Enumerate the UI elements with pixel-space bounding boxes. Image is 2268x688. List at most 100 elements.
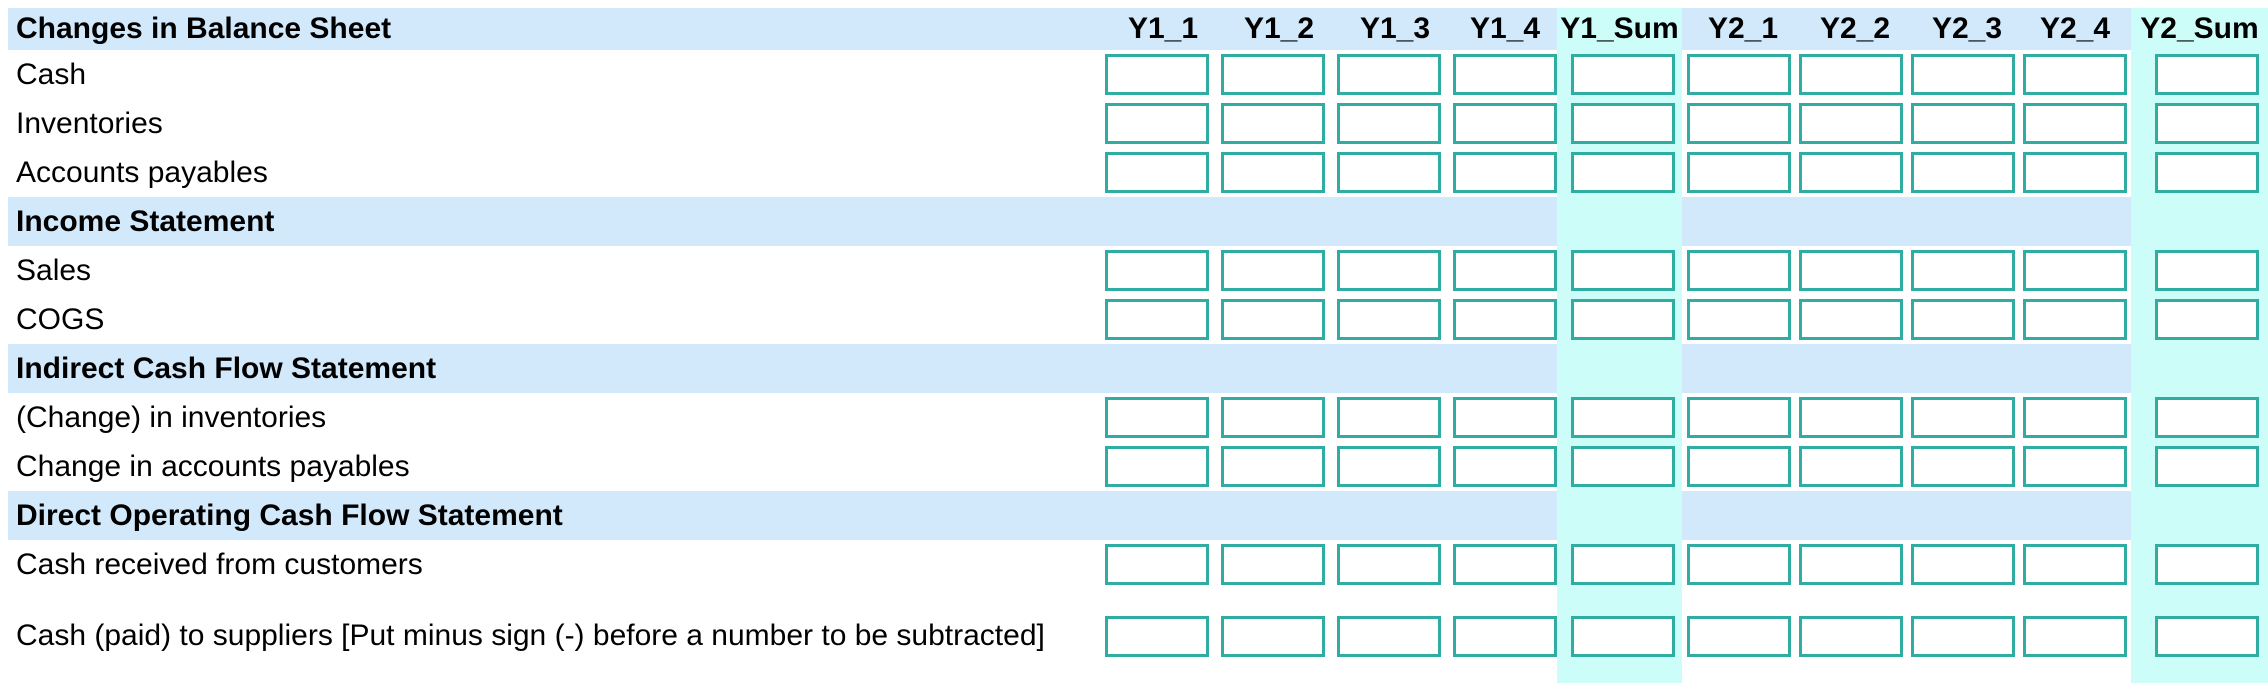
input-inventories-y1-2[interactable] <box>1221 103 1325 144</box>
input-sales-y1-sum[interactable] <box>1571 250 1675 291</box>
input-cash-received-from-customers-y2-1[interactable] <box>1687 544 1791 585</box>
input-accounts-payables-y2-2[interactable] <box>1799 152 1903 193</box>
input-inventories-y2-1[interactable] <box>1687 103 1791 144</box>
input-inventories-y1-1[interactable] <box>1105 103 1209 144</box>
input-change-in-inventories-y1-4[interactable] <box>1453 397 1557 438</box>
input-cash-y2-4[interactable] <box>2023 54 2127 95</box>
input-accounts-payables-y1-4[interactable] <box>1453 152 1557 193</box>
input-change-in-accounts-payables-y1-1[interactable] <box>1105 446 1209 487</box>
input-accounts-payables-y2-4[interactable] <box>2023 152 2127 193</box>
input-accounts-payables-y1-sum[interactable] <box>1571 152 1675 193</box>
input-sales-y2-3[interactable] <box>1911 250 2015 291</box>
input-cash-y1-sum[interactable] <box>1571 54 1675 95</box>
input-cash-received-from-customers-y1-2[interactable] <box>1221 544 1325 585</box>
input-cogs-y1-1[interactable] <box>1105 299 1209 340</box>
input-cash-y1-4[interactable] <box>1453 54 1557 95</box>
input-sales-y2-2[interactable] <box>1799 250 1903 291</box>
input-change-in-inventories-y1-2[interactable] <box>1221 397 1325 438</box>
input-change-in-inventories-y2-4[interactable] <box>2023 397 2127 438</box>
input-accounts-payables-y2-3[interactable] <box>1911 152 2015 193</box>
input-cogs-y1-4[interactable] <box>1453 299 1557 340</box>
row-seg-right <box>1682 197 2131 246</box>
input-inventories-y2-4[interactable] <box>2023 103 2127 144</box>
cell-inventories-y1-sum-band <box>1557 99 1682 148</box>
input-inventories-y1-3[interactable] <box>1337 103 1441 144</box>
input-sales-y2-1[interactable] <box>1687 250 1791 291</box>
input-change-in-inventories-y1-sum[interactable] <box>1571 397 1675 438</box>
input-cash-received-from-customers-y1-1[interactable] <box>1105 544 1209 585</box>
input-sales-y1-4[interactable] <box>1453 250 1557 291</box>
input-cash-y2-sum[interactable] <box>2155 54 2259 95</box>
input-sales-y1-2[interactable] <box>1221 250 1325 291</box>
input-inventories-y1-sum[interactable] <box>1571 103 1675 144</box>
cell-cash-paid-to-suppliers-put-minus-sign-before-a-number-to-be-subtracted-y2-sum-band <box>2131 589 2268 683</box>
table-title: Changes in Balance Sheet <box>16 12 392 46</box>
input-sales-y2-sum[interactable] <box>2155 250 2259 291</box>
input-cash-paid-to-suppliers-put-minus-sign-before-a-number-to-be-subtracted-y1-1[interactable] <box>1105 615 1209 657</box>
input-inventories-y2-sum[interactable] <box>2155 103 2259 144</box>
input-accounts-payables-y1-2[interactable] <box>1221 152 1325 193</box>
input-change-in-inventories-y2-sum[interactable] <box>2155 397 2259 438</box>
input-inventories-y2-3[interactable] <box>1911 103 2015 144</box>
input-change-in-accounts-payables-y2-2[interactable] <box>1799 446 1903 487</box>
input-cogs-y2-4[interactable] <box>2023 299 2127 340</box>
input-cogs-y2-2[interactable] <box>1799 299 1903 340</box>
input-cogs-y2-sum[interactable] <box>2155 299 2259 340</box>
input-sales-y2-4[interactable] <box>2023 250 2127 291</box>
cell-inventories-y2-4 <box>2023 103 2127 144</box>
input-cash-y1-3[interactable] <box>1337 54 1441 95</box>
input-cash-y1-2[interactable] <box>1221 54 1325 95</box>
input-cash-paid-to-suppliers-put-minus-sign-before-a-number-to-be-subtracted-y2-2[interactable] <box>1799 615 1903 657</box>
input-sales-y1-3[interactable] <box>1337 250 1441 291</box>
input-cash-y2-1[interactable] <box>1687 54 1791 95</box>
input-cogs-y1-2[interactable] <box>1221 299 1325 340</box>
cell-cash-paid-to-suppliers-put-minus-sign-before-a-number-to-be-subtracted-y1-2 <box>1221 615 1337 657</box>
input-change-in-accounts-payables-y2-3[interactable] <box>1911 446 2015 487</box>
input-cash-paid-to-suppliers-put-minus-sign-before-a-number-to-be-subtracted-y1-4[interactable] <box>1453 615 1557 657</box>
input-cogs-y1-sum[interactable] <box>1571 299 1675 340</box>
input-change-in-accounts-payables-y1-4[interactable] <box>1453 446 1557 487</box>
input-cash-received-from-customers-y2-sum[interactable] <box>2155 544 2259 585</box>
input-cogs-y2-1[interactable] <box>1687 299 1791 340</box>
input-cash-received-from-customers-y2-4[interactable] <box>2023 544 2127 585</box>
input-cash-received-from-customers-y1-3[interactable] <box>1337 544 1441 585</box>
input-change-in-accounts-payables-y2-4[interactable] <box>2023 446 2127 487</box>
input-change-in-accounts-payables-y2-sum[interactable] <box>2155 446 2259 487</box>
input-change-in-inventories-y1-1[interactable] <box>1105 397 1209 438</box>
input-cash-paid-to-suppliers-put-minus-sign-before-a-number-to-be-subtracted-y1-3[interactable] <box>1337 615 1441 657</box>
input-change-in-inventories-y2-1[interactable] <box>1687 397 1791 438</box>
row-label: Inventories <box>16 106 163 140</box>
input-inventories-y1-4[interactable] <box>1453 103 1557 144</box>
input-accounts-payables-y2-1[interactable] <box>1687 152 1791 193</box>
input-cash-paid-to-suppliers-put-minus-sign-before-a-number-to-be-subtracted-y2-1[interactable] <box>1687 615 1791 657</box>
input-cash-paid-to-suppliers-put-minus-sign-before-a-number-to-be-subtracted-y2-3[interactable] <box>1911 615 2015 657</box>
input-cash-paid-to-suppliers-put-minus-sign-before-a-number-to-be-subtracted-y2-sum[interactable] <box>2155 615 2259 657</box>
row-cash-received-from-customers: Cash received from customers <box>8 540 2268 589</box>
input-accounts-payables-y1-1[interactable] <box>1105 152 1209 193</box>
input-change-in-inventories-y1-3[interactable] <box>1337 397 1441 438</box>
input-cash-received-from-customers-y2-2[interactable] <box>1799 544 1903 585</box>
input-change-in-accounts-payables-y1-2[interactable] <box>1221 446 1325 487</box>
input-cash-y2-2[interactable] <box>1799 54 1903 95</box>
input-change-in-accounts-payables-y1-3[interactable] <box>1337 446 1441 487</box>
cell-cash-received-from-customers-y2-sum-band <box>2131 540 2268 589</box>
input-accounts-payables-y1-3[interactable] <box>1337 152 1441 193</box>
input-cash-received-from-customers-y1-sum[interactable] <box>1571 544 1675 585</box>
input-cogs-y2-3[interactable] <box>1911 299 2015 340</box>
input-cash-received-from-customers-y1-4[interactable] <box>1453 544 1557 585</box>
input-change-in-inventories-y2-3[interactable] <box>1911 397 2015 438</box>
input-cash-received-from-customers-y2-3[interactable] <box>1911 544 2015 585</box>
input-cash-y1-1[interactable] <box>1105 54 1209 95</box>
input-cash-paid-to-suppliers-put-minus-sign-before-a-number-to-be-subtracted-y1-2[interactable] <box>1221 615 1325 657</box>
input-cash-paid-to-suppliers-put-minus-sign-before-a-number-to-be-subtracted-y1-sum[interactable] <box>1571 615 1675 657</box>
input-change-in-inventories-y2-2[interactable] <box>1799 397 1903 438</box>
input-sales-y1-1[interactable] <box>1105 250 1209 291</box>
input-cash-y2-3[interactable] <box>1911 54 2015 95</box>
input-accounts-payables-y2-sum[interactable] <box>2155 152 2259 193</box>
input-cash-paid-to-suppliers-put-minus-sign-before-a-number-to-be-subtracted-y2-4[interactable] <box>2023 615 2127 657</box>
input-change-in-accounts-payables-y2-1[interactable] <box>1687 446 1791 487</box>
input-inventories-y2-2[interactable] <box>1799 103 1903 144</box>
input-change-in-accounts-payables-y1-sum[interactable] <box>1571 446 1675 487</box>
input-cogs-y1-3[interactable] <box>1337 299 1441 340</box>
